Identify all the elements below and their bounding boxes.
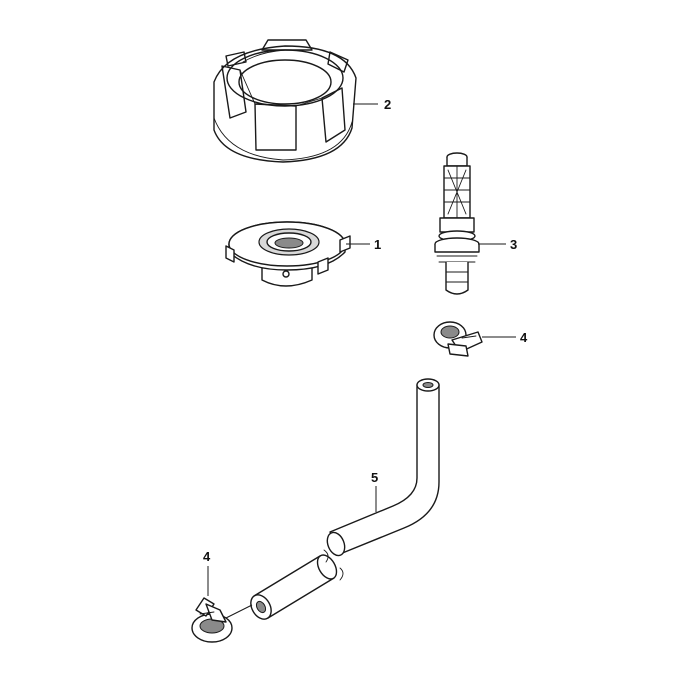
callout-hose-clamp-lower: 4: [203, 549, 211, 564]
filler-neck-part: [225, 221, 351, 287]
callout-hose-clamp-upper: 4: [520, 330, 528, 345]
fuel-hose-part: [250, 378, 440, 620]
fuel-cap-part: [213, 39, 357, 163]
callout-fuel-cap: 2: [384, 97, 391, 112]
hose-clamp-lower-part: [191, 597, 233, 643]
hose-clamp-upper-part: [433, 321, 483, 357]
fuel-strainer-part: [434, 152, 480, 295]
leader-lines: [207, 103, 516, 619]
callout-fuel-strainer: 3: [510, 237, 517, 252]
leader-line: [225, 604, 253, 619]
callout-fuel-hose: 5: [371, 470, 378, 485]
callout-filler-neck: 1: [374, 237, 381, 252]
